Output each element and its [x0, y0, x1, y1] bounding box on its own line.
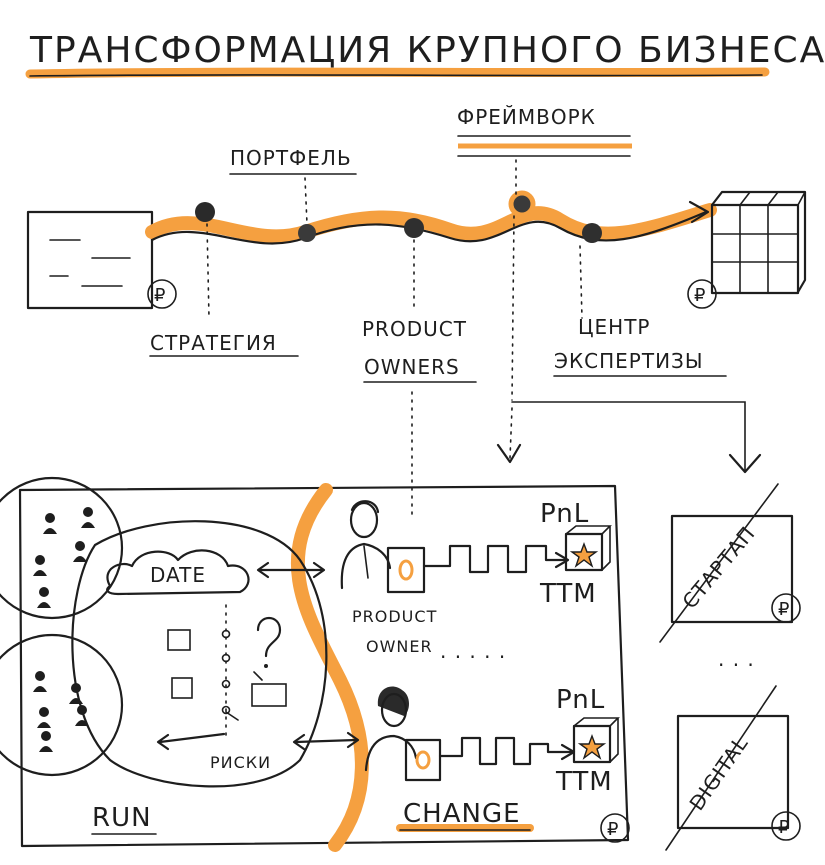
timeline-arrowhead	[688, 200, 710, 224]
team-people-bottom	[33, 671, 89, 752]
label-pnl-1: PnL	[540, 499, 589, 529]
product-box-1	[564, 532, 604, 572]
svg-text:₽: ₽	[778, 817, 790, 838]
label-run: RUN	[92, 803, 152, 833]
leader-expertise-center	[579, 245, 583, 319]
date-cloud-icon	[106, 549, 250, 596]
page-title: ТРАНСФОРМАЦИЯ КРУПНОГО БИЗНЕСА	[29, 30, 825, 71]
connector-to-startups	[511, 401, 746, 471]
label-center-1: ЦЕНТР	[578, 315, 650, 339]
svg-text:₽: ₽	[154, 285, 166, 306]
star-icon-2	[577, 734, 607, 760]
leader-strategy	[206, 223, 210, 319]
arrow-down-change	[496, 443, 522, 464]
milestone-framework	[508, 190, 536, 218]
leader-portfolio	[304, 177, 308, 225]
leader-framework-down-2	[509, 407, 513, 459]
process-box-1	[167, 629, 191, 651]
star-icon-1	[569, 542, 599, 568]
ruble-badge-document: ₽	[147, 279, 177, 309]
label-framework: ФРЕЙМВОРК	[457, 105, 596, 129]
label-product-owner-1: PRODUCT	[352, 607, 437, 626]
digital-box	[676, 714, 790, 830]
ruble-badge-org: ₽	[600, 813, 630, 843]
grid-table-icon	[710, 190, 807, 295]
run-change-divider	[290, 483, 369, 852]
label-date: DATE	[150, 563, 206, 587]
team-circle-top	[0, 476, 124, 620]
label-product-owners-2: OWNERS	[364, 355, 460, 379]
document-lines	[49, 239, 131, 287]
delivery-path-1	[422, 544, 568, 574]
label-ttm-2: TTM	[555, 767, 613, 797]
label-ttm-1: TTM	[539, 579, 597, 609]
milestone-expertise-center	[582, 223, 602, 243]
ruble-badge-digital: ₽	[771, 811, 801, 841]
arrow-down-startups	[728, 453, 762, 474]
dots-between-startups: · · ·	[718, 653, 755, 677]
label-product-owners-1: PRODUCT	[362, 317, 467, 341]
risks-return-arrow	[156, 732, 226, 751]
arrow-risks-change	[294, 738, 358, 744]
svg-text:₽: ₽	[694, 285, 706, 306]
ruble-badge-grid: ₽	[687, 279, 717, 309]
title-underline-orange	[25, 67, 770, 79]
label-pnl-2: PnL	[556, 685, 605, 715]
digital-slash	[665, 685, 777, 851]
milestone-strategy	[195, 202, 215, 222]
team-people-top	[33, 507, 95, 608]
milestone-portfolio	[298, 224, 316, 242]
label-risks: РИСКИ	[210, 753, 271, 772]
label-digital: DIGITAL	[684, 731, 753, 815]
label-product-owner-2: OWNER	[366, 637, 433, 656]
title-underline-ink	[29, 74, 763, 77]
organization-frame	[18, 484, 630, 848]
product-owner-figure-1	[340, 500, 426, 594]
label-strategy: СТРАТЕГИЯ	[150, 331, 277, 355]
document-icon	[26, 210, 154, 310]
label-center-2: ЭКСПЕРТИЗЫ	[554, 349, 704, 373]
process-box-2	[171, 677, 193, 699]
product-box-2	[572, 724, 612, 764]
svg-text:₽: ₽	[607, 819, 619, 840]
svg-text:₽: ₽	[778, 599, 790, 620]
product-owner-figure-2	[364, 686, 442, 782]
leader-framework-down	[511, 215, 515, 401]
dots-between-owners: · · · · ·	[440, 645, 506, 669]
startup-box	[670, 514, 794, 624]
label-startup: СТАРТАП	[677, 521, 760, 613]
startup-slash	[659, 483, 779, 643]
question-mark-icon	[256, 616, 282, 658]
milestone-product-owners	[404, 218, 424, 238]
team-circle-bottom	[0, 633, 124, 777]
process-box-3	[251, 683, 287, 707]
run-process-blob	[71, 520, 328, 788]
delivery-path-2	[438, 736, 574, 766]
label-portfolio: ПОРТФЕЛЬ	[230, 146, 352, 170]
ruble-badge-startup: ₽	[771, 593, 801, 623]
